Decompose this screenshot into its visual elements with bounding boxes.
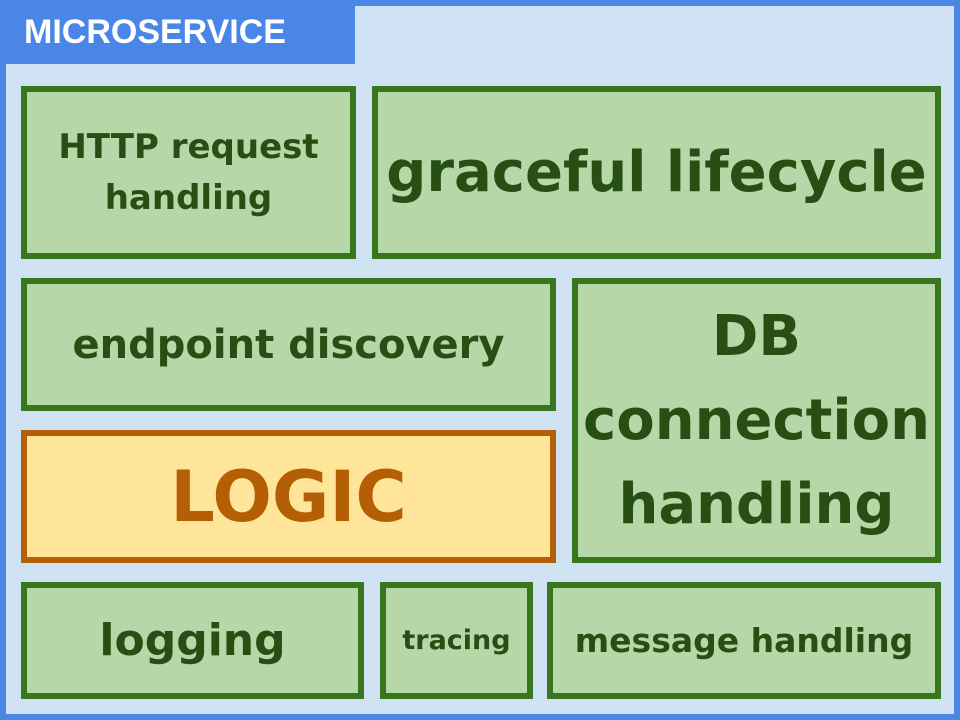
logic-label: LOGIC (170, 455, 407, 538)
logging-label: logging (99, 615, 286, 666)
diagram-title: MICROSERVICE (0, 0, 355, 64)
db-connection-handling-label: DB connection handling (583, 303, 930, 537)
message-handling-label: message handling (574, 621, 914, 660)
http-request-handling-label: HTTP request handling (58, 126, 319, 218)
tracing-box: tracing (380, 582, 533, 699)
endpoint-discovery-label: endpoint discovery (72, 321, 505, 368)
logic-box: LOGIC (21, 430, 556, 563)
endpoint-discovery-box: endpoint discovery (21, 278, 556, 411)
graceful-lifecycle-box: graceful lifecycle (372, 86, 941, 259)
logging-box: logging (21, 582, 364, 699)
message-handling-box: message handling (547, 582, 941, 699)
db-connection-handling-box: DB connection handling (572, 278, 941, 563)
tracing-label: tracing (402, 625, 511, 656)
graceful-lifecycle-label: graceful lifecycle (386, 140, 927, 205)
http-request-handling-box: HTTP request handling (21, 86, 356, 259)
